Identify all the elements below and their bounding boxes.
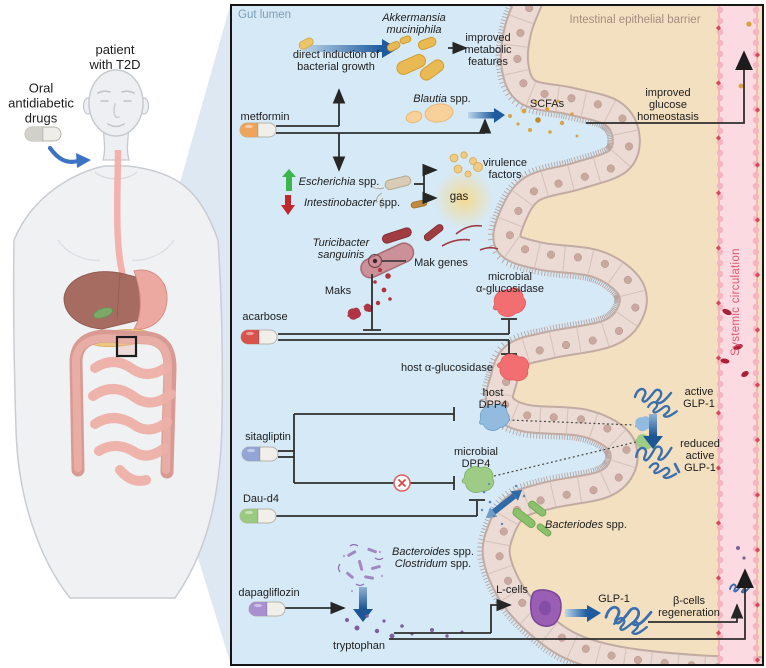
tryptophan-connectors bbox=[389, 568, 754, 640]
scfas-label: SCFAs bbox=[529, 98, 565, 110]
virulence-fork bbox=[414, 163, 438, 205]
sitagliptin-capsule-icon bbox=[241, 446, 279, 462]
increase-arrow-icon bbox=[282, 169, 296, 177]
dapagliflozin-capsule-icon bbox=[248, 601, 286, 617]
exchange-dots bbox=[480, 482, 526, 526]
gas-glow bbox=[434, 169, 494, 229]
no-inhibition-icon bbox=[393, 474, 411, 492]
metformin-capsule-icon bbox=[239, 122, 277, 138]
virulence-factor-dots bbox=[449, 151, 483, 178]
acarbose-connectors bbox=[278, 274, 517, 355]
metformin-connectors bbox=[276, 41, 753, 172]
bacteriodes-label: Bacteriodes spp. bbox=[545, 519, 627, 531]
sitagliptin-label: sitagliptin bbox=[245, 431, 291, 443]
barrier-title: Intestinal epithelial barrier bbox=[569, 14, 701, 26]
tryptophan-label: tryptophan bbox=[333, 640, 385, 652]
mak-gene-locus bbox=[367, 253, 383, 269]
host-ag-label: host α-glucosidase bbox=[401, 362, 493, 374]
small-intestine bbox=[88, 357, 176, 486]
dau-d4-capsule-icon bbox=[239, 508, 277, 524]
ingestion-arrow bbox=[47, 145, 91, 168]
patient-body bbox=[12, 69, 224, 599]
digestive-organs bbox=[63, 149, 177, 486]
l-cell bbox=[529, 589, 562, 627]
intestinobacter-label: Intestinobacter spp. bbox=[303, 197, 401, 209]
red-blood-cells bbox=[720, 308, 749, 378]
decrease-arrow-icon bbox=[281, 205, 295, 215]
tryptophan-production-arrow bbox=[359, 587, 367, 609]
bacteriodes-bacteria bbox=[512, 500, 552, 537]
l-cells-label: L-cells bbox=[496, 584, 528, 596]
gallbladder bbox=[92, 307, 114, 319]
oral-capsule-icon bbox=[24, 126, 62, 142]
patient-head bbox=[88, 69, 144, 137]
maks-label: Maks bbox=[324, 285, 352, 297]
systemic-circulation-band bbox=[715, 6, 761, 664]
bacteroides-clostridum-cluster bbox=[337, 543, 384, 593]
maks-dots bbox=[347, 268, 392, 320]
induction-arrow bbox=[302, 45, 382, 52]
gut-diagram-panel: Gut lumen Intestinal epithelial barrier … bbox=[230, 4, 764, 666]
dpp4-dotted-links bbox=[493, 419, 637, 477]
glp1-secretion-arrow bbox=[565, 609, 587, 617]
scfa-dots bbox=[508, 99, 579, 138]
glp1-reduction-arrow bbox=[649, 414, 657, 436]
acarbose-label: acarbose bbox=[242, 311, 288, 323]
blautia-scfa-arrow bbox=[468, 112, 494, 119]
bacteroides-clostridum-label: Bacteroides spp. Clostridum spp. bbox=[392, 546, 474, 570]
esophagus bbox=[113, 149, 128, 281]
brush-border bbox=[477, 6, 621, 664]
tryptophan-dots bbox=[345, 614, 464, 639]
dapagliflozin-label: dapagliflozin bbox=[238, 587, 300, 599]
stomach bbox=[133, 269, 168, 330]
mak-genes-label: Mak genes bbox=[414, 257, 468, 269]
blautia-label: Blautia spp. bbox=[413, 93, 471, 105]
patient-face bbox=[97, 90, 135, 128]
zoom-region-box bbox=[115, 335, 138, 358]
escherichia-bacterium bbox=[371, 175, 412, 209]
acarbose-capsule-icon bbox=[240, 329, 278, 345]
metformin-label: metformin bbox=[240, 111, 290, 123]
escherichia-label: Escherichia spp. bbox=[298, 176, 380, 188]
dau-d4-label: Dau-d4 bbox=[242, 493, 280, 505]
glp1-label: GLP-1 bbox=[598, 593, 630, 605]
gut-lumen-label: Gut lumen bbox=[238, 9, 292, 21]
sitagliptin-connectors bbox=[276, 407, 485, 517]
systemic-circulation-label: Systemic circulation bbox=[730, 248, 742, 356]
akkermansia-bacteria bbox=[386, 35, 445, 81]
gas-label: gas bbox=[449, 191, 469, 203]
blautia-bacteria bbox=[405, 103, 454, 124]
